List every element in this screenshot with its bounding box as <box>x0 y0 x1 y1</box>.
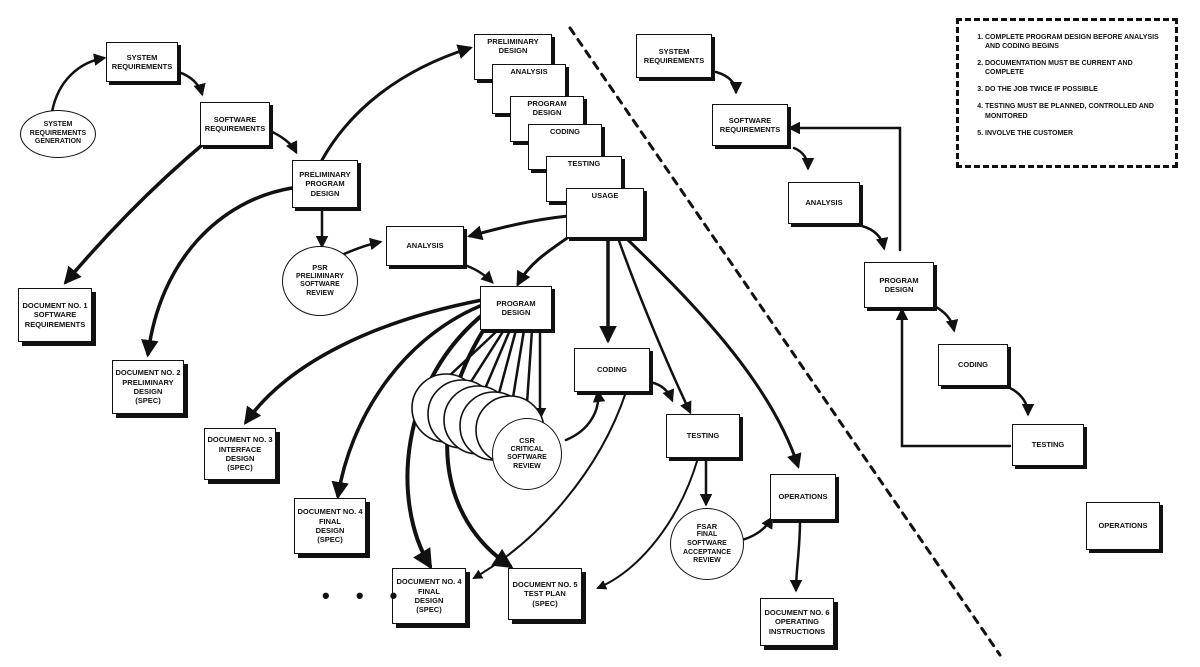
stack-usage: USAGE <box>566 188 644 238</box>
software-requirements-right: SOFTWARE REQUIREMENTS <box>712 104 788 146</box>
ellipsis-dots: • • • <box>322 583 408 608</box>
arrow-pd-to-doc3 <box>243 298 484 425</box>
csr-abbr: CSR <box>519 436 535 446</box>
operations-right: OPERATIONS <box>1086 502 1160 550</box>
fsar-abbr: FSAR <box>696 521 718 531</box>
document-4-b: DOCUMENT NO. 4 FINAL DESIGN (SPEC) <box>392 568 466 624</box>
arrow-usage-to-analysis <box>467 214 570 241</box>
arrow-swreq-to-ppd <box>266 128 298 155</box>
divider-line <box>568 26 1002 657</box>
arrow-analysis-to-pd <box>460 262 494 284</box>
arrow-coding-to-doc4b <box>472 391 627 579</box>
arrow-ppd-to-doc2 <box>141 186 294 358</box>
testing-mid: TESTING <box>666 414 740 458</box>
arrow-testing-to-doc5 <box>596 457 699 590</box>
arrow-usage-to-operations <box>624 236 802 469</box>
arrow-ppd-to-stack <box>320 44 473 162</box>
principles-list: COMPLETE PROGRAM DESIGN BEFORE ANALYSIS … <box>973 33 1165 138</box>
principle-item-4: TESTING MUST BE PLANNED, CONTROLLED AND … <box>985 102 1165 120</box>
system-requirements-right: SYSTEM REQUIREMENTS <box>636 34 712 78</box>
arrow-sysreq-to-swreq <box>176 70 206 97</box>
principles-legend: COMPLETE PROGRAM DESIGN BEFORE ANALYSIS … <box>956 18 1178 168</box>
arrow-psr-to-analysis <box>342 237 383 256</box>
arrow-r-analysis-to-pd <box>860 224 889 251</box>
document-4-a: DOCUMENT NO. 4 FINAL DESIGN (SPEC) <box>294 498 366 554</box>
system-requirements-left: SYSTEM REQUIREMENTS <box>106 42 178 82</box>
arrow-gen-to-sysreq <box>50 53 107 114</box>
principle-item-2: DOCUMENTATION MUST BE CURRENT AND COMPLE… <box>985 59 1165 77</box>
arrow-pd-to-doc4a <box>331 304 482 500</box>
testing-right: TESTING <box>1012 424 1084 466</box>
arrow-operations-to-doc6 <box>789 518 803 593</box>
feedback-pd-to-swreq <box>787 121 902 252</box>
psr-text: PRELIMINARY SOFTWARE REVIEW <box>296 272 344 298</box>
analysis-mid: ANALYSIS <box>386 226 464 266</box>
document-3: DOCUMENT NO. 3 INTERFACE DESIGN (SPEC) <box>204 428 276 480</box>
document-5: DOCUMENT NO. 5 TEST PLAN (SPEC) <box>508 568 582 620</box>
arrow-coding-to-testing <box>648 380 675 403</box>
document-1: DOCUMENT NO. 1 SOFTWARE REQUIREMENTS <box>18 288 92 342</box>
arrow-r-swreq-to-analysis <box>792 146 815 171</box>
arrow-fsar-to-operations <box>740 515 774 542</box>
document-6: DOCUMENT NO. 6 OPERATING INSTRUCTIONS <box>760 598 834 646</box>
operations-mid: OPERATIONS <box>770 474 836 520</box>
program-design-mid: PROGRAM DESIGN <box>480 286 552 330</box>
principle-item-5: INVOLVE THE CUSTOMER <box>985 129 1165 138</box>
arrow-r-pd-to-coding <box>932 304 959 333</box>
psr-abbr: PSR <box>312 263 328 273</box>
fsar-text: FINAL SOFTWARE ACCEPTANCE REVIEW <box>682 531 732 565</box>
principle-item-1: COMPLETE PROGRAM DESIGN BEFORE ANALYSIS … <box>985 33 1165 51</box>
preliminary-program-design: PRELIMINARY PROGRAM DESIGN <box>292 160 358 208</box>
software-requirements-left: SOFTWARE REQUIREMENTS <box>200 102 270 146</box>
arrow-r-sysreq-to-swreq <box>714 70 743 95</box>
feedback-testing-to-pd <box>895 307 1012 448</box>
arrow-pd-to-doc4b <box>405 310 488 570</box>
principle-item-3: DO THE JOB TWICE IF POSSIBLE <box>985 85 1165 94</box>
system-requirements-generation: SYSTEM REQUIREMENTS GENERATION <box>20 110 96 158</box>
arrow-r-coding-to-testing <box>1008 386 1035 417</box>
document-2: DOCUMENT NO. 2 PRELIMINARY DESIGN (SPEC) <box>112 360 184 414</box>
csr-text: CRITICAL SOFTWARE REVIEW <box>507 445 547 471</box>
arrow-swreq-to-doc1 <box>63 138 210 285</box>
program-design-right: PROGRAM DESIGN <box>864 262 934 308</box>
arrow-usage-to-pd <box>516 230 578 287</box>
analysis-right: ANALYSIS <box>788 182 860 224</box>
coding-mid: CODING <box>574 348 650 392</box>
coding-right: CODING <box>938 344 1008 386</box>
arrow-usage-to-testing <box>616 236 692 415</box>
arrow-csr-to-coding <box>564 389 606 442</box>
